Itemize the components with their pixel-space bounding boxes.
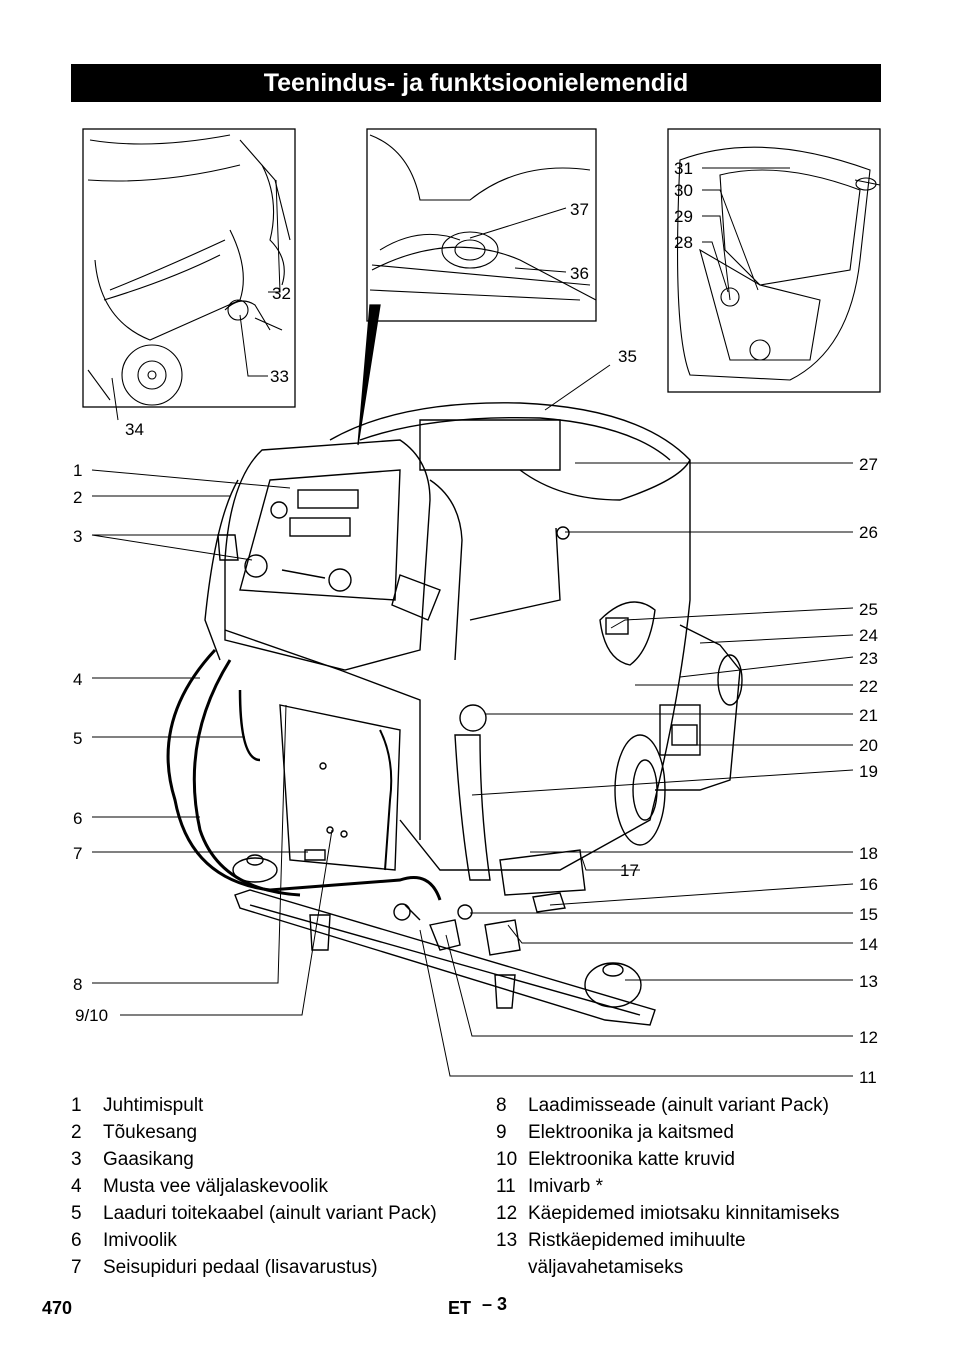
callout-36: 36 <box>570 264 589 283</box>
legend-num: 9 <box>496 1122 507 1143</box>
callout-32: 32 <box>272 284 291 303</box>
legend-num: 2 <box>71 1122 82 1143</box>
legend-text: Elektroonika ja kaitsmed <box>528 1122 734 1143</box>
legend-item: 3 Gaasikang <box>71 1146 471 1173</box>
callout-30: 30 <box>674 181 693 200</box>
legend-num: 5 <box>71 1203 82 1224</box>
callout-26: 26 <box>859 523 878 542</box>
legend-item: 11 Imivarb * <box>496 1173 896 1200</box>
callout-23: 23 <box>859 649 878 668</box>
legend-item: 4 Musta vee väljalaskevoolik <box>71 1173 471 1200</box>
callout-24: 24 <box>859 626 878 645</box>
legend-item: 12 Käepidemed imiotsaku kinnitamiseks <box>496 1200 896 1227</box>
legend-text: Tõukesang <box>103 1122 198 1143</box>
callout-22: 22 <box>859 677 878 696</box>
callout-12: 12 <box>859 1028 878 1047</box>
callout-18: 18 <box>859 844 878 863</box>
callout-5: 5 <box>73 729 82 748</box>
legend-item: 5 Laaduri toitekaabel (ainult variant Pac… <box>71 1200 471 1227</box>
callout-13: 13 <box>859 972 878 991</box>
legend-num: 3 <box>71 1149 82 1170</box>
legend-item: 2 Tõukesang <box>71 1119 471 1146</box>
page-title: Teenindus- ja funktsioonielemendid <box>71 64 881 102</box>
legend-text: Laadimisseade (ainult variant Pack) <box>528 1095 829 1116</box>
legend-item: 8 Laadimisseade (ainult variant Pack) <box>496 1092 896 1119</box>
callout-19: 19 <box>859 762 878 781</box>
legend-text: Laaduri toitekaabel (ainult variant Pack… <box>103 1203 437 1224</box>
legend-text: Juhtimispult <box>103 1095 204 1116</box>
legend-text: Elektroonika katte kruvid <box>528 1149 735 1170</box>
callout-2: 2 <box>73 488 82 507</box>
callout-8: 8 <box>73 975 82 994</box>
legend-num: 4 <box>71 1176 82 1197</box>
inset-frame-middle <box>366 128 597 322</box>
inset-left-sketch <box>87 134 291 406</box>
callout-3: 3 <box>73 527 82 546</box>
legend-text: Gaasikang <box>103 1149 194 1170</box>
callout-21: 21 <box>859 706 878 725</box>
legend-num: 1 <box>71 1095 82 1116</box>
section-page-number: – 3 <box>482 1294 508 1314</box>
leader-lines <box>91 167 854 1077</box>
callout-37: 37 <box>570 200 589 219</box>
legend-item: 7 Seisupiduri pedaal (lisavarustus) <box>71 1254 471 1281</box>
legend-num: 8 <box>496 1095 507 1116</box>
main-machine-sketch <box>166 402 743 1026</box>
callout-20: 20 <box>859 736 878 755</box>
callout-1: 1 <box>73 461 82 480</box>
callout-17: 17 <box>620 861 639 880</box>
legend-text: Imivarb * <box>528 1176 603 1197</box>
callout-33: 33 <box>270 367 289 386</box>
callout-25: 25 <box>859 600 878 619</box>
legend-text: Seisupiduri pedaal (lisavarustus) <box>103 1257 378 1278</box>
legend-item: 10 Elektroonika katte kruvid <box>496 1146 896 1173</box>
inset-frame-left <box>82 128 296 408</box>
callout-27: 27 <box>859 455 878 474</box>
callout-28: 28 <box>674 233 693 252</box>
legend-item: 6 Imivoolik <box>71 1227 471 1254</box>
legend-item: 13 Ristkäepidemed imihuulte väljavahetami… <box>496 1227 868 1281</box>
legend-num: 6 <box>71 1230 82 1251</box>
legend-num: 11 <box>496 1176 516 1197</box>
legend-text: Käepidemed imiotsaku kinnitamiseks <box>528 1203 840 1224</box>
callout-16: 16 <box>859 875 878 894</box>
callout-29: 29 <box>674 207 693 226</box>
language-code: ET <box>448 1298 472 1318</box>
page-number: 470 <box>42 1298 73 1318</box>
legend-item: 1 Juhtimispult <box>71 1092 471 1119</box>
inset-middle-sketch <box>369 134 597 301</box>
callout-31: 31 <box>674 159 693 178</box>
callout-labels: 1 2 3 4 5 6 7 8 9/10 11 12 13 14 15 16 1… <box>73 159 878 1087</box>
legend-text: Imivoolik <box>103 1230 177 1251</box>
legend-left: 1 Juhtimispult 2 Tõukesang 3 Gaasikang 4 Mus… <box>71 1092 471 1281</box>
callout-9-10: 9/10 <box>75 1006 108 1025</box>
callout-4: 4 <box>73 670 82 689</box>
legend-item: 9 Elektroonika ja kaitsmed <box>496 1119 896 1146</box>
legend-text: Musta vee väljalaskevoolik <box>103 1176 328 1197</box>
legend-num: 13 <box>496 1230 518 1251</box>
inset-right-sketch <box>677 146 881 381</box>
legend-text: Ristkäepidemed imihuulte väljavahetamise… <box>528 1230 746 1278</box>
inset-pointer <box>357 304 381 446</box>
callout-14: 14 <box>859 935 878 954</box>
callout-35: 35 <box>618 347 637 366</box>
callout-34: 34 <box>125 420 144 439</box>
callout-6: 6 <box>73 809 82 828</box>
legend-num: 10 <box>496 1149 518 1170</box>
callout-15: 15 <box>859 905 878 924</box>
legend-num: 12 <box>496 1203 518 1224</box>
callout-11: 11 <box>859 1068 877 1087</box>
inset-frame-right <box>667 128 881 393</box>
callout-7: 7 <box>73 844 82 863</box>
legend-num: 7 <box>71 1257 82 1278</box>
